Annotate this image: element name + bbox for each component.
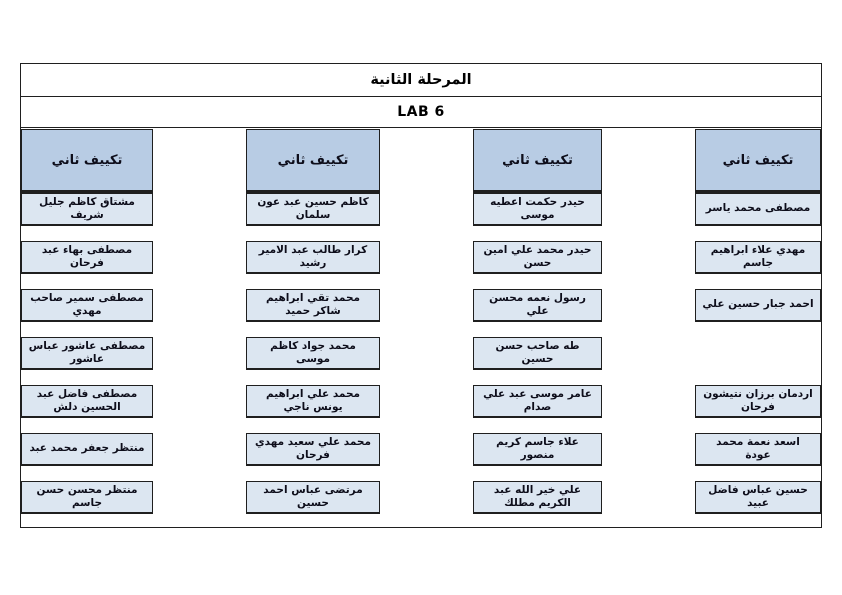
- stage-title-row: المرحلة الثانية: [21, 64, 821, 97]
- section-header: تكييف ثاني: [21, 129, 153, 193]
- student-slot: مصطفى سمير صاحب مهدي: [21, 274, 153, 322]
- student-slot: احمد جبار حسين علي: [695, 274, 821, 322]
- student-name-cell: اردمان برزان نتيشون فرحان: [695, 385, 821, 418]
- student-slot: محمد علي ابراهيم يونس ناجي: [246, 370, 380, 418]
- student-name-cell: عامر موسى عبد علي صدام: [473, 385, 602, 418]
- student-name-cell: كاظم حسين عبد عون سلمان: [246, 193, 380, 226]
- student-slot: مصطفى فاضل عبد الحسين دلش: [21, 370, 153, 418]
- student-slot: مهدي علاء ابراهيم جاسم: [695, 226, 821, 274]
- student-slot: محمد تقي ابراهيم شاكر حميد: [246, 274, 380, 322]
- student-slot: علاء جاسم كريم منصور: [473, 418, 602, 466]
- student-name-cell: احمد جبار حسين علي: [695, 289, 821, 322]
- student-slot: كاظم حسين عبد عون سلمان: [246, 193, 380, 226]
- student-name-cell: مصطفى محمد ياسر: [695, 193, 821, 226]
- student-name-cell: محمد علي سعيد مهدي فرحان: [246, 433, 380, 466]
- section-header: تكييف ثاني: [246, 129, 380, 193]
- student-slot: حسين عباس فاضل عبيد: [695, 466, 821, 514]
- lab-title: LAB 6: [397, 104, 445, 120]
- stage-title: المرحلة الثانية: [370, 72, 472, 88]
- student-name-cell: مرتضى عباس احمد حسين: [246, 481, 380, 514]
- student-slot: علي خير الله عبد الكريم مطلك: [473, 466, 602, 514]
- student-slot: مصطفى عاشور عباس عاشور: [21, 322, 153, 370]
- student-slot: [695, 322, 821, 370]
- student-slot: عامر موسى عبد علي صدام: [473, 370, 602, 418]
- student-name-cell: محمد علي ابراهيم يونس ناجي: [246, 385, 380, 418]
- student-slot: اردمان برزان نتيشون فرحان: [695, 370, 821, 418]
- student-slot: مصطفى بهاء عبد فرحان: [21, 226, 153, 274]
- lab-title-row: LAB 6: [21, 97, 821, 128]
- student-name-cell: مصطفى فاضل عبد الحسين دلش: [21, 385, 153, 418]
- student-slot: منتظر جعفر محمد عبد: [21, 418, 153, 466]
- student-name-cell: حيدر حكمت اعطيه موسى: [473, 193, 602, 226]
- student-column: تكييف ثاني مصطفى محمد ياسر مهدي علاء ابرا…: [695, 128, 821, 514]
- student-slot: محمد علي سعيد مهدي فرحان: [246, 418, 380, 466]
- student-name-cell: رسول نعمه محسن علي: [473, 289, 602, 322]
- student-column: تكييف ثاني حيدر حكمت اعطيه موسى حيدر محمد…: [473, 128, 602, 514]
- student-name-cell: مصطفى بهاء عبد فرحان: [21, 241, 153, 274]
- section-header: تكييف ثاني: [695, 129, 821, 193]
- student-name-cell: مهدي علاء ابراهيم جاسم: [695, 241, 821, 274]
- student-slot: محمد جواد كاظم موسى: [246, 322, 380, 370]
- student-slot: منتظر محسن حسن جاسم: [21, 466, 153, 514]
- student-slot: طه صاحب حسن حسين: [473, 322, 602, 370]
- schedule-table: المرحلة الثانية LAB 6 تكييف ثاني مشتاق ك…: [20, 63, 822, 528]
- student-name-cell: علاء جاسم كريم منصور: [473, 433, 602, 466]
- student-name-cell: اسعد نعمة محمد عودة: [695, 433, 821, 466]
- student-name-cell: كرار طالب عبد الامير رشيد: [246, 241, 380, 274]
- student-columns-area: تكييف ثاني مشتاق كاظم جليل شريف مصطفى بها…: [21, 128, 821, 525]
- student-name-cell: طه صاحب حسن حسين: [473, 337, 602, 370]
- student-slot: حيدر حكمت اعطيه موسى: [473, 193, 602, 226]
- student-name-cell: محمد جواد كاظم موسى: [246, 337, 380, 370]
- section-header: تكييف ثاني: [473, 129, 602, 193]
- student-name-cell: حيدر محمد علي امين حسن: [473, 241, 602, 274]
- student-name-cell: مصطفى سمير صاحب مهدي: [21, 289, 153, 322]
- student-slot: رسول نعمه محسن علي: [473, 274, 602, 322]
- student-name-cell: حسين عباس فاضل عبيد: [695, 481, 821, 514]
- student-slot: مرتضى عباس احمد حسين: [246, 466, 380, 514]
- student-name-cell: علي خير الله عبد الكريم مطلك: [473, 481, 602, 514]
- student-name-cell: مصطفى عاشور عباس عاشور: [21, 337, 153, 370]
- student-name-cell: منتظر محسن حسن جاسم: [21, 481, 153, 514]
- student-name-cell: مشتاق كاظم جليل شريف: [21, 193, 153, 226]
- student-slot: مشتاق كاظم جليل شريف: [21, 193, 153, 226]
- student-slot: مصطفى محمد ياسر: [695, 193, 821, 226]
- student-slot: كرار طالب عبد الامير رشيد: [246, 226, 380, 274]
- student-column: تكييف ثاني مشتاق كاظم جليل شريف مصطفى بها…: [21, 128, 153, 514]
- student-slot: حيدر محمد علي امين حسن: [473, 226, 602, 274]
- student-name-cell: منتظر جعفر محمد عبد: [21, 433, 153, 466]
- student-column: تكييف ثاني كاظم حسين عبد عون سلمان كرار ط…: [246, 128, 380, 514]
- student-name-cell: محمد تقي ابراهيم شاكر حميد: [246, 289, 380, 322]
- student-slot: اسعد نعمة محمد عودة: [695, 418, 821, 466]
